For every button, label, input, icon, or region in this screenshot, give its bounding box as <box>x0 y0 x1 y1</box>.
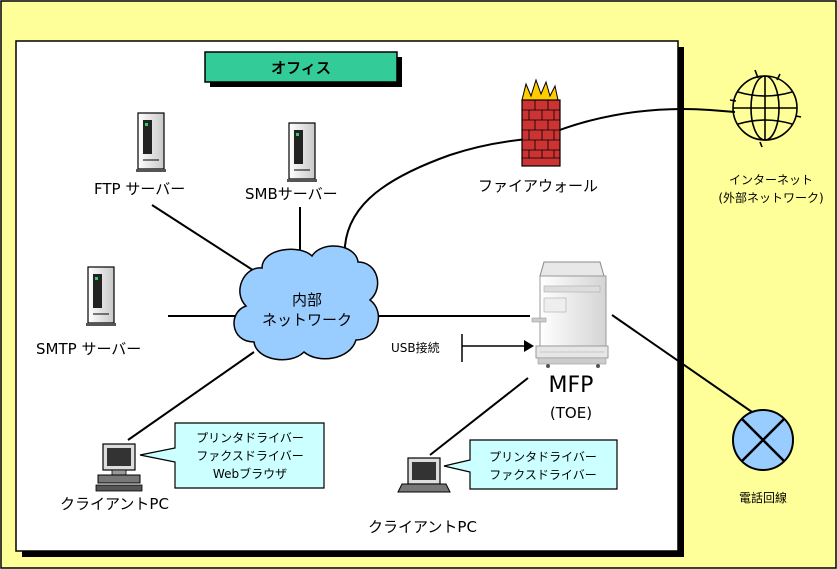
internet-label-line1: インターネット <box>729 173 813 187</box>
smtp-server: SMTP サーバー <box>36 266 141 358</box>
callout-left: プリンタドライバー ファクスドライバー Webブラウザ <box>139 422 325 489</box>
globe-icon <box>729 69 802 148</box>
line-ftp <box>151 204 263 277</box>
phone-line-x-icon <box>732 409 794 471</box>
server-tower-icon <box>136 112 166 172</box>
server-tower-icon <box>86 266 116 326</box>
callout-right: プリンタドライバー ファクスドライバー <box>443 439 618 490</box>
callout-left-line1: プリンタドライバー <box>196 431 304 445</box>
desktop-pc-icon <box>95 443 143 492</box>
ftp-server-label: FTP サーバー <box>94 180 185 198</box>
multifunction-printer-icon <box>531 261 609 368</box>
smb-server-label: SMBサーバー <box>245 185 338 203</box>
laptop-icon <box>397 457 451 493</box>
internet: インターネット (外部ネットワーク) <box>718 69 824 205</box>
brick-wall-flame-icon <box>521 78 561 167</box>
callout-right-line2: ファクスドライバー <box>489 468 596 482</box>
usb-connection: USB接続 <box>391 334 534 362</box>
line-phone <box>611 314 753 413</box>
firewall-label: ファイアウォール <box>478 177 598 195</box>
office-title: オフィス <box>271 59 331 77</box>
firewall: ファイアウォール <box>478 78 598 195</box>
toe-label: (TOE) <box>550 404 592 422</box>
smb-server: SMBサーバー <box>245 122 338 203</box>
internal-network-cloud: 内部 ネットワーク <box>233 245 380 361</box>
server-tower-icon <box>287 122 317 182</box>
client-pc-right: クライアントPC <box>368 457 477 536</box>
line-firewall-internet <box>343 108 736 263</box>
network-label-line2: ネットワーク <box>262 311 352 329</box>
mfp: MFP (TOE) <box>531 261 609 422</box>
client-pc-left: クライアントPC <box>60 443 169 513</box>
usb-label: USB接続 <box>391 340 440 355</box>
client-pc-right-label: クライアントPC <box>368 518 477 536</box>
client-pc-left-label: クライアントPC <box>60 495 169 513</box>
ftp-server: FTP サーバー <box>94 112 185 198</box>
phone-line: 電話回線 <box>732 409 794 505</box>
smtp-server-label: SMTP サーバー <box>36 340 141 358</box>
callout-right-line1: プリンタドライバー <box>489 450 597 464</box>
office-title-box <box>204 51 398 83</box>
phone-label: 電話回線 <box>739 490 787 505</box>
network-label-line1: 内部 <box>292 291 322 309</box>
connection-lines <box>127 108 753 456</box>
callout-left-line2: ファクスドライバー <box>196 449 303 463</box>
internet-label-line2: (外部ネットワーク) <box>718 190 823 205</box>
mfp-label: MFP <box>549 373 594 398</box>
callout-left-line3: Webブラウザ <box>213 466 287 481</box>
line-client-right <box>429 377 529 456</box>
line-client-left <box>127 351 255 441</box>
